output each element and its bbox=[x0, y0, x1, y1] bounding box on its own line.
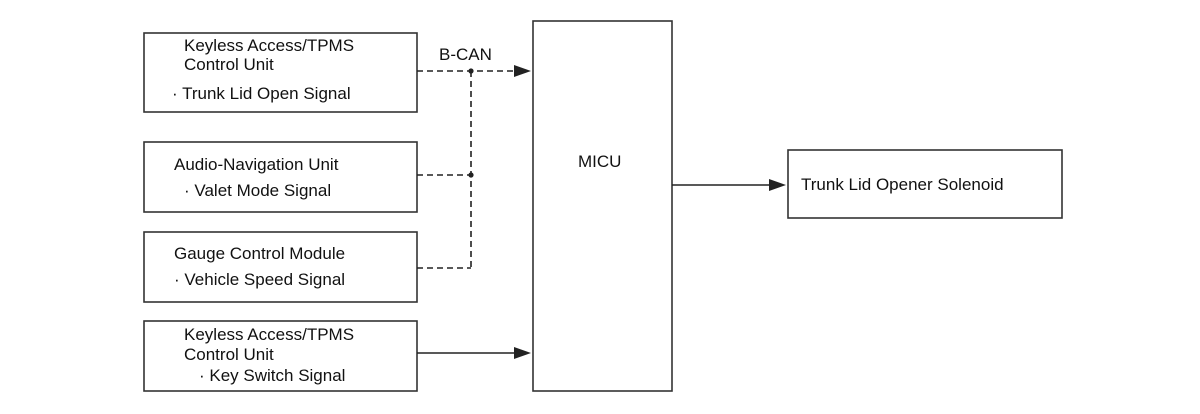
bcan-bus-label: B-CAN bbox=[439, 45, 492, 64]
key-switch-wire bbox=[417, 347, 531, 359]
input-box-4-frame bbox=[143, 320, 418, 392]
input-box-4-signal: · Key Switch Signal bbox=[199, 366, 345, 385]
input-box-2-frame bbox=[143, 141, 418, 213]
input-box-keyless-access-tpms-bcan: Keyless Access/TPMS Control Unit · Trunk… bbox=[143, 32, 418, 113]
input-box-audio-navigation-unit: Audio-Navigation Unit · Valet Mode Signa… bbox=[143, 141, 418, 213]
bcan-arrowhead bbox=[514, 65, 531, 77]
center-unit-micu: MICU bbox=[532, 20, 673, 392]
input-box-2-signal: · Valet Mode Signal bbox=[184, 181, 331, 200]
bcan-junction-top bbox=[468, 68, 474, 74]
center-unit-label: MICU bbox=[578, 152, 621, 171]
input-box-3-signal: · Vehicle Speed Signal bbox=[174, 270, 345, 289]
bcan-junction-middle bbox=[468, 172, 474, 178]
input-box-4-name-line-1: Keyless Access/TPMS bbox=[184, 325, 354, 344]
bcan-bus: B-CAN bbox=[417, 45, 531, 269]
input-box-gauge-control-module: Gauge Control Module · Vehicle Speed Sig… bbox=[143, 231, 418, 303]
input-box-1-frame bbox=[143, 32, 418, 113]
input-box-1-signal: · Trunk Lid Open Signal bbox=[172, 84, 351, 103]
input-box-1-name-line-2: Control Unit bbox=[184, 55, 274, 74]
output-wire bbox=[672, 179, 786, 191]
input-box-keyless-access-tpms-direct: Keyless Access/TPMS Control Unit · Key S… bbox=[143, 320, 418, 392]
output-arrowhead bbox=[769, 179, 786, 191]
output-box-trunk-lid-opener-solenoid: Trunk Lid Opener Solenoid bbox=[787, 149, 1063, 219]
input-box-4-name-line-2: Control Unit bbox=[184, 345, 274, 364]
key-switch-arrowhead bbox=[514, 347, 531, 359]
input-box-1-name-line-1: Keyless Access/TPMS bbox=[184, 36, 354, 55]
output-box-frame bbox=[787, 149, 1063, 219]
input-box-3-frame bbox=[143, 231, 418, 303]
input-box-2-name-line-1: Audio-Navigation Unit bbox=[174, 155, 339, 174]
output-box-label: Trunk Lid Opener Solenoid bbox=[801, 175, 1004, 194]
center-unit-frame bbox=[532, 20, 673, 392]
input-box-3-name-line-1: Gauge Control Module bbox=[174, 244, 345, 263]
